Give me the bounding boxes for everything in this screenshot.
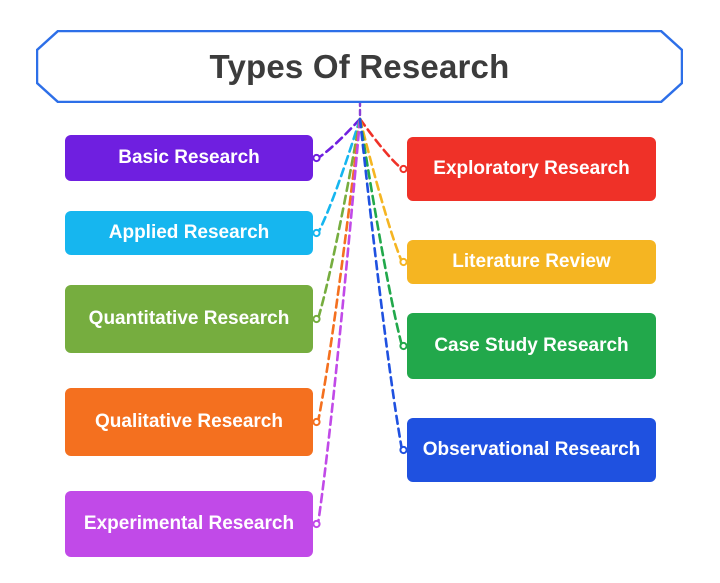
connector-basic-research-endpoint-marker <box>312 153 321 163</box>
node-observational-research[interactable]: Observational Research <box>407 418 656 482</box>
node-case-study-research[interactable]: Case Study Research <box>407 313 656 379</box>
connector-basic-research <box>316 117 362 160</box>
connector-experimental-research-endpoint-marker <box>312 519 321 529</box>
page-title: Types Of Research <box>209 47 510 85</box>
node-label: Experimental Research <box>83 513 295 535</box>
connector-qualitative-research-endpoint-marker <box>312 417 321 427</box>
node-literature-review[interactable]: Literature Review <box>407 240 656 284</box>
diagram-title-box: Types Of Research <box>36 30 683 103</box>
node-quantitative-research[interactable]: Quantitative Research <box>65 285 313 353</box>
node-label: Quantitative Research <box>88 308 290 330</box>
node-label: Case Study Research <box>434 335 629 357</box>
node-experimental-research[interactable]: Experimental Research <box>65 491 313 557</box>
node-exploratory-research[interactable]: Exploratory Research <box>407 137 656 201</box>
title-box-outline <box>36 30 683 103</box>
node-label: Observational Research <box>422 439 641 461</box>
connector-applied-research <box>316 117 362 235</box>
connector-observational-research-endpoint-marker <box>399 445 408 455</box>
connector-applied-research-endpoint-marker <box>312 228 321 238</box>
connector-experimental-research <box>316 117 362 526</box>
node-label: Literature Review <box>452 251 611 273</box>
connector-literature-review <box>358 117 404 264</box>
connector-exploratory-research <box>358 117 404 171</box>
node-applied-research[interactable]: Applied Research <box>65 211 313 255</box>
connector-qualitative-research <box>316 117 362 424</box>
node-label: Applied Research <box>108 222 270 244</box>
node-label: Basic Research <box>118 147 260 169</box>
connector-case-study-research-endpoint-marker <box>399 341 408 351</box>
node-qualitative-research[interactable]: Qualitative Research <box>65 388 313 456</box>
node-basic-research[interactable]: Basic Research <box>65 135 313 181</box>
connector-quantitative-research <box>316 117 362 321</box>
connector-literature-review-endpoint-marker <box>399 257 408 267</box>
connector-observational-research <box>358 117 404 452</box>
node-label: Qualitative Research <box>95 411 283 433</box>
connector-case-study-research <box>358 117 404 348</box>
node-label: Exploratory Research <box>433 158 630 180</box>
connector-exploratory-research-endpoint-marker <box>399 164 408 174</box>
connector-quantitative-research-endpoint-marker <box>312 314 321 324</box>
